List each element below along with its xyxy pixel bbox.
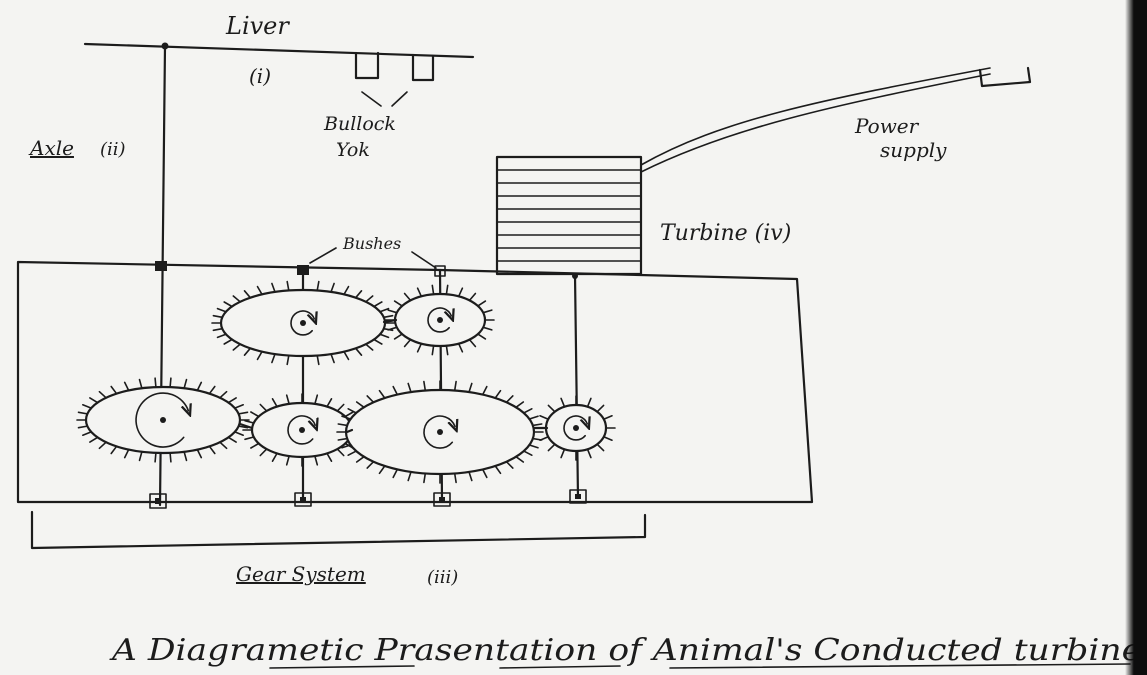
gear-bottom-left <box>76 377 250 463</box>
gear-bottom-right <box>536 395 616 461</box>
yok-label: Yok <box>336 139 370 161</box>
gear-system-label: Gear System <box>236 562 366 586</box>
gear-mesh-link-1 <box>382 318 398 324</box>
bushes-pointer-left <box>309 247 337 264</box>
power-plug <box>978 66 1032 88</box>
bullock-label: Bullock <box>323 113 396 135</box>
turbine-block <box>495 155 643 276</box>
bush-bottom-4 <box>569 489 587 504</box>
yoke-left <box>354 51 380 80</box>
liver-label: Liver <box>225 12 290 40</box>
axle-label: Axle <box>28 136 74 160</box>
shaft-4-top <box>572 273 578 279</box>
gear-bottom-mid <box>242 393 362 467</box>
bush-top-2 <box>297 265 309 275</box>
bush-bottom-3 <box>433 492 451 507</box>
bush-top-1 <box>155 261 167 271</box>
gear-mesh-link-3 <box>345 428 354 434</box>
axle-num-label: (ii) <box>100 139 126 160</box>
page-edge-shadow <box>1125 0 1147 675</box>
gear-top-small <box>385 284 495 356</box>
caption-underline-2 <box>499 665 621 669</box>
supply-label: supply <box>880 138 947 162</box>
yoke-right <box>411 53 435 82</box>
gear-bottom-large <box>336 380 544 484</box>
bushes-label: Bushes <box>342 234 401 253</box>
gear-system-bracket <box>30 510 647 550</box>
turbine-label: Turbine (iv) <box>660 221 791 246</box>
caption: A Diagrametic Prasentation of Animal's C… <box>109 633 1142 668</box>
bush-bottom-1 <box>149 493 167 509</box>
power-cable-b <box>640 73 991 173</box>
yoke-pointer-right <box>391 91 408 107</box>
bush-top-3 <box>434 265 446 277</box>
gear-group <box>76 280 616 484</box>
bush-bottom-2 <box>294 492 312 507</box>
caption-underline-1 <box>269 665 415 669</box>
power-cable-a <box>640 67 991 166</box>
power-label: Power <box>854 114 920 138</box>
bushes-pointer-right <box>411 251 437 269</box>
gear-top-large <box>211 280 395 366</box>
yoke-pointer-left <box>361 91 382 107</box>
part-i-label: (i) <box>249 64 271 88</box>
gear-system-num: (iii) <box>427 567 458 588</box>
shaft-4 <box>573 273 580 500</box>
gear-mesh-link-2 <box>238 422 254 430</box>
lever-line <box>83 42 475 59</box>
caption-underline-3 <box>669 663 1131 669</box>
